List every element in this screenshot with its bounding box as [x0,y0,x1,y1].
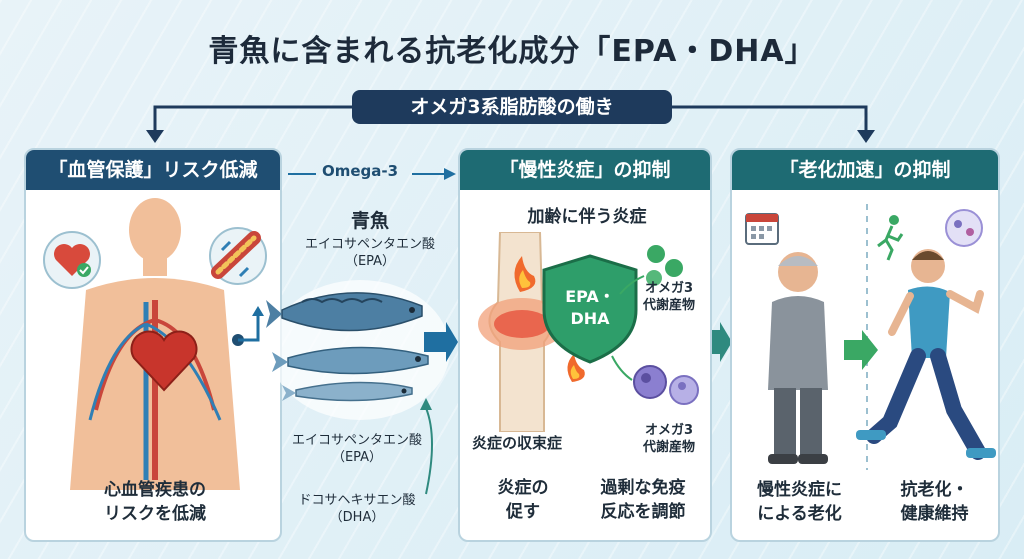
promote-caption-line1: 炎症の [497,478,549,498]
calendar-icon [745,213,779,245]
flame-icon-small [567,354,585,382]
fish-label-bottom: ドコサヘキサエン酸 （DHA） [272,492,442,526]
shield-text-line2: DHA [570,309,610,328]
fish-label-mid-line2: （EPA） [331,450,383,465]
aging-right-caption-line2: 健康維持 [900,504,969,524]
fish-label-mid-line1: エイコサペンタエン酸 [291,433,422,448]
flame-icon [514,256,536,292]
immune-cell-icon [633,365,699,405]
panel-inflammation-header: 「慢性炎症」の抑制 [460,150,710,190]
inflammation-resolution-label: 炎症の収束症 [472,434,563,452]
elderly-person-icon [768,252,828,464]
fish-label-top-line1: エイコサペンタエン酸 [304,237,435,252]
metabolite-green-icon [646,245,683,286]
panel-vascular-header: 「血管保護」リスク低減 [26,150,280,190]
metabolite-a-line1: オメガ3 [644,281,694,296]
aging-left-caption-line2: による老化 [757,504,842,524]
anchovy-fish-icon [282,381,413,402]
vascular-caption-line1: 心血管疾患の [104,480,206,500]
cell-icon [945,209,983,247]
promote-caption-line2: 促す [506,502,540,522]
fish-label-bottom-line2: （DHA） [329,510,385,525]
dha-feed-arrow [420,322,458,495]
top-bracket-arrows [146,105,875,143]
metabolite-a-label: オメガ3 代謝産物 [626,280,710,314]
panel2-to-panel3-arrow [712,322,732,362]
immune-caption: 過剰な免疫 反応を調節 [576,476,710,524]
inflammation-subtitle: 加齢に伴う炎症 [527,207,647,227]
metabolite-b-label: オメガ3 代謝産物 [626,422,710,456]
panel-aging-header: 「老化加速」の抑制 [732,150,998,190]
metabolite-a-line2: 代謝産物 [642,298,695,313]
immune-caption-line1: 過剰な免疫 [600,478,686,498]
young-runner-icon [856,249,996,460]
aging-left-caption: 慢性炎症に による老化 [732,478,867,526]
omega3-connector-arrow [288,168,456,180]
panel-aging-suppression: 「老化加速」の抑制 [730,148,1000,542]
running-figure-icon [877,215,904,261]
vascular-caption: 心血管疾患の リスクを低減 [26,478,280,526]
joint-illustration: EPA・ DHA [478,232,699,432]
omega3-connector-label: Omega-3 [322,162,399,180]
fish-illustration [266,280,450,420]
promote-caption: 炎症の 促す [468,476,578,524]
metabolite-b-line1: オメガ3 [644,423,694,438]
aging-right-caption-line1: 抗老化・ [900,480,969,500]
aging-left-caption-line1: 慢性炎症に [757,480,842,500]
human-body-illustration [43,198,267,490]
fish-label-bottom-line1: ドコサヘキサエン酸 [298,493,416,508]
fish-label-mid: エイコサペンタエン酸 （EPA） [272,432,442,466]
panel-vascular-protection: 「血管保護」リスク低減 [24,148,282,542]
fish-label-top-line2: （EPA） [344,254,396,269]
vascular-caption-line2: リスクを低減 [104,504,206,524]
artery-icon [209,227,267,285]
panel-chronic-inflammation: 「慢性炎症」の抑制 加齢に伴う炎症 EPA・ DHA [458,148,712,542]
aging-right-caption: 抗老化・ 健康維持 [867,478,998,526]
aging-comparison-illustration [745,204,996,470]
shield-text-line1: EPA・ [565,287,615,306]
metabolite-b-line2: 代謝産物 [642,440,695,455]
fish-column-title: 青魚 [350,210,389,232]
fish-label-top: エイコサペンタエン酸 （EPA） [284,236,456,270]
heart-organ-icon [130,330,198,392]
sardine-fish-icon [272,346,429,375]
mackerel-fish-icon [266,292,423,332]
heart-check-icon [43,231,101,289]
omega3-pill: オメガ3系脂肪酸の働き [352,90,672,124]
immune-caption-line2: 反応を調節 [600,502,686,522]
page-title: 青魚に含まれる抗老化成分「EPA・DHA」 [208,34,816,69]
shield-icon [542,254,638,364]
